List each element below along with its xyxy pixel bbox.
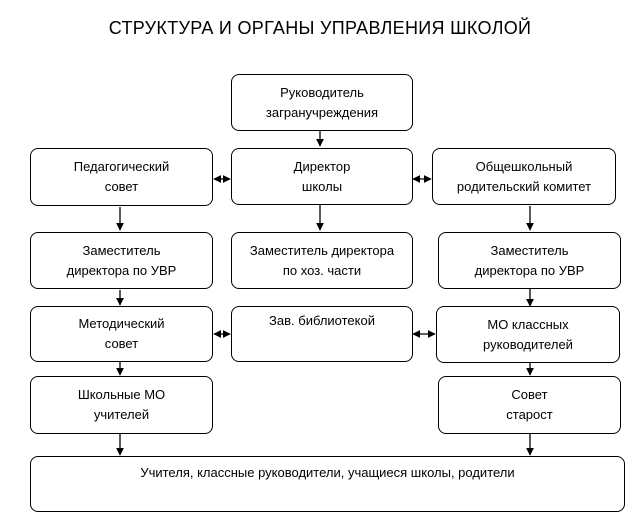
- node-pedagogical-council: Педагогический совет: [30, 148, 213, 206]
- node-deputy-uvr-left: Заместитель директора по УВР: [30, 232, 213, 289]
- node-methodical-council: Методический совет: [30, 306, 213, 362]
- node-deputy-household: Заместитель директора по хоз. части: [231, 232, 413, 289]
- node-deputy-uvr-left-line-2: директора по УВР: [66, 262, 177, 278]
- node-school-director-line-2: школы: [301, 178, 343, 194]
- node-participants: Учителя, классные руководители, учащиеся…: [30, 456, 625, 512]
- node-deputy-uvr-right-line-2: директора по УВР: [474, 262, 585, 278]
- node-mo-class-teachers: МО классных руководителей: [436, 306, 620, 363]
- node-head-institution-line-2: загранучреждения: [265, 104, 379, 120]
- node-school-director-line-1: Директор: [293, 158, 351, 174]
- node-deputy-uvr-right: Заместитель директора по УВР: [438, 232, 621, 289]
- node-school-mo-teachers: Школьные МО учителей: [30, 376, 213, 434]
- node-school-mo-teachers-line-2: учителей: [93, 407, 150, 422]
- node-mo-class-teachers-line-2: руководителей: [483, 336, 573, 352]
- node-pedagogical-council-line-1: Педагогический: [73, 159, 170, 174]
- node-deputy-uvr-left-line-1: Заместитель: [82, 242, 161, 258]
- node-pedagogical-council-line-2: совет: [104, 179, 139, 194]
- node-librarian-line-1: Зав. библиотекой: [269, 313, 375, 328]
- node-deputy-household-line-2: по хоз. части: [282, 262, 362, 278]
- node-council-heads-line-2: старост: [506, 407, 553, 422]
- node-deputy-uvr-right-line-1: Заместитель: [490, 242, 569, 258]
- page-title: СТРУКТУРА И ОРГАНЫ УПРАВЛЕНИЯ ШКОЛОЙ: [108, 18, 532, 38]
- node-parent-committee: Общешкольный родительский комитет: [432, 148, 616, 205]
- node-parent-committee-line-1: Общешкольный: [475, 158, 573, 174]
- node-methodical-council-line-2: совет: [104, 336, 139, 351]
- node-deputy-household-line-1: Заместитель директора: [249, 242, 395, 258]
- node-council-heads-line-1: Совет: [511, 387, 548, 402]
- node-parent-committee-line-2: родительский комитет: [456, 178, 592, 194]
- node-mo-class-teachers-line-1: МО классных: [487, 316, 569, 332]
- node-head-institution-line-1: Руководитель: [280, 84, 364, 100]
- node-methodical-council-line-1: Методический: [78, 316, 165, 331]
- node-school-director: Директор школы: [231, 148, 413, 205]
- node-participants-line-1: Учителя, классные руководители, учащиеся…: [140, 465, 515, 480]
- node-librarian: Зав. библиотекой: [231, 306, 413, 362]
- node-council-heads: Совет старост: [438, 376, 621, 434]
- node-school-mo-teachers-line-1: Школьные МО: [77, 387, 166, 402]
- node-head-institution: Руководитель загранучреждения: [231, 74, 413, 131]
